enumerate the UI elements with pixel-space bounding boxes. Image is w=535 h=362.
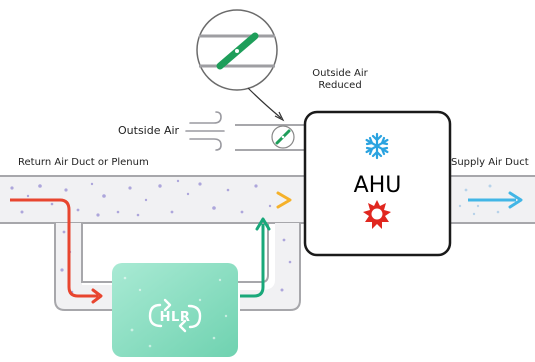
sun-icon: [363, 200, 391, 229]
hlr-label: HLR: [160, 310, 191, 325]
supply-air-duct: [450, 175, 535, 224]
ahu-unit: [303, 110, 452, 257]
outside-air-duct: [235, 124, 305, 151]
return-air-flow: [10, 191, 292, 304]
outside-air-label: Outside Air: [118, 124, 180, 137]
supply-air-label: Supply Air Duct: [451, 157, 529, 168]
recycle-arrows-icon: [148, 298, 202, 333]
outside-air-reduced-line1: Outside Air: [312, 68, 368, 79]
return-air-label: Return Air Duct or Plenum: [18, 157, 149, 168]
return-air-particles: [10, 179, 292, 294]
ahu-label: AHU: [354, 173, 402, 198]
hlr-outlet-flow: [240, 217, 271, 298]
outside-air-reduced-line2: Reduced: [318, 80, 362, 91]
hlr-unit: [112, 263, 238, 357]
wind-icon: [185, 111, 225, 151]
snowflake-icon: [365, 132, 389, 160]
damper-detail-magnifier: [196, 9, 285, 122]
